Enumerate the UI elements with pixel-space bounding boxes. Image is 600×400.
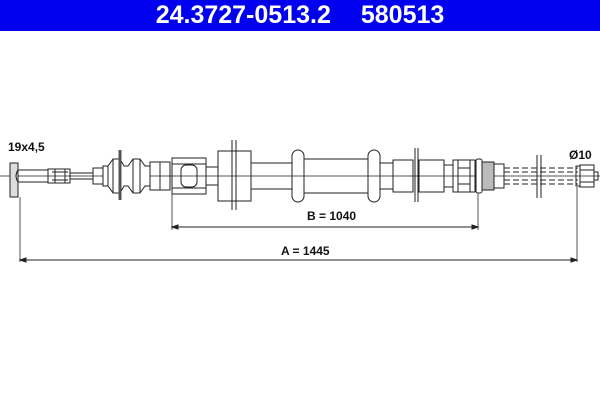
title-bar: 24.3727-0513.2 580513	[0, 0, 600, 31]
dimension-b-label: B = 1040	[307, 209, 357, 223]
left-fitting-label: 19x4,5	[8, 140, 45, 154]
hex-fitting-left	[171, 157, 207, 195]
sheath-ring-1	[291, 149, 305, 203]
t-head-plate	[9, 162, 19, 198]
part-number: 24.3727-0513.2	[155, 1, 331, 29]
hex-fitting-right	[452, 159, 476, 193]
dimension-a-label: A = 1445	[281, 244, 330, 258]
cable-drawing	[0, 140, 600, 263]
reference-number: 580513	[360, 1, 445, 29]
knurled-nut	[481, 161, 495, 191]
right-fitting-label: Ø10	[569, 148, 592, 162]
sheath-ring-2	[367, 149, 381, 203]
mount-flange	[217, 150, 252, 202]
